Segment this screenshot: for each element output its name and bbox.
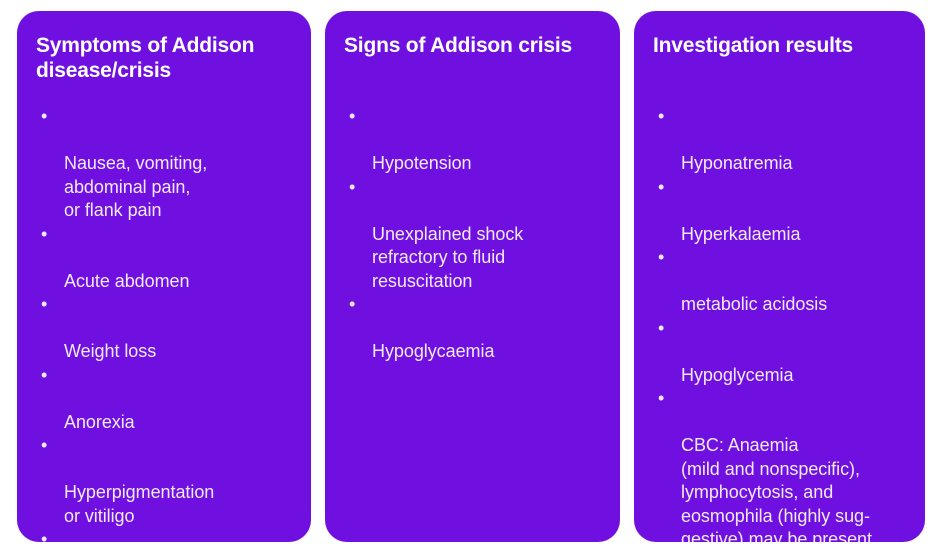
list-item-text: metabolic acidosis — [681, 294, 828, 314]
list-item: • Weight loss — [36, 293, 297, 364]
list-item: • Hyponatremia — [653, 105, 913, 176]
card-investigations-list: • Hyponatremia • Hyperkalaemia • metabol… — [653, 105, 913, 542]
list-item: • metabolic acidosis — [653, 246, 913, 317]
list-item-text: Hyperpigmentation or vitiligo — [64, 482, 215, 526]
bullet-icon: • — [41, 435, 48, 455]
list-item-text: Weight loss — [64, 341, 157, 361]
list-item: • Hyperpigmentation or vitiligo — [36, 434, 297, 528]
list-item: • Hyperkalaemia — [653, 176, 913, 247]
bullet-icon: • — [349, 176, 356, 197]
list-item: • Hypoglycaemia — [344, 293, 606, 364]
list-item: • Nausea, vomiting, abdominal pain, or f… — [36, 105, 297, 223]
bullet-icon: • — [349, 106, 356, 126]
list-item: • Acute abdomen — [36, 223, 297, 294]
bullet-icon: • — [658, 176, 665, 197]
bullet-icon: • — [41, 529, 48, 542]
bullet-icon: • — [41, 294, 48, 314]
card-signs-title-slot: Signs of Addison crisis — [344, 33, 606, 105]
list-item: • Unexplained shock refractory to fluid … — [344, 176, 606, 294]
card-signs: Signs of Addison crisis • Hypotension • … — [325, 11, 620, 542]
bullet-icon: • — [41, 364, 48, 385]
list-item: • Hypothermia or hyperthermia — [36, 528, 297, 542]
card-signs-list: • Hypotension • Unexplained shock refrac… — [344, 105, 606, 526]
list-item: • Hypoglycemia — [653, 317, 913, 388]
card-symptoms-title-slot: Symptoms of Addison disease/crisis — [36, 33, 297, 105]
bullet-icon: • — [349, 294, 356, 314]
card-signs-title: Signs of Addison crisis — [344, 34, 572, 57]
bullet-icon: • — [658, 388, 665, 408]
card-investigations-title: Investigation results — [653, 34, 854, 57]
bullet-icon: • — [658, 247, 665, 267]
card-investigations-title-slot: Investigation results — [653, 33, 913, 105]
list-item-text: Hyperkalaemia — [681, 223, 801, 244]
list-item-text: Unexplained shock refractory to fluid re… — [372, 223, 524, 291]
list-item: • Hypotension — [344, 105, 606, 176]
list-item: • CBC: Anaemia (mild and nonspecific), l… — [653, 387, 913, 542]
list-item-text: Hypotension — [372, 153, 472, 173]
bullet-icon: • — [658, 317, 665, 338]
list-item-text: Hyponatremia — [681, 153, 793, 173]
list-item-text: CBC: Anaemia (mild and nonspecific), lym… — [681, 435, 877, 542]
list-item-text: Hypoglycaemia — [372, 341, 495, 361]
list-item-text: Hypoglycemia — [681, 364, 794, 385]
card-investigations: Investigation results • Hyponatremia • H… — [634, 11, 925, 542]
list-item: • Anorexia — [36, 364, 297, 435]
list-item-text: Anorexia — [64, 411, 135, 432]
list-item-text: Nausea, vomiting, abdominal pain, or fla… — [64, 153, 208, 220]
card-symptoms-list: • Nausea, vomiting, abdominal pain, or f… — [36, 105, 297, 542]
bullet-icon: • — [41, 106, 48, 126]
bullet-icon: • — [658, 106, 665, 126]
list-item-text: Acute abdomen — [64, 270, 190, 291]
bullet-icon: • — [41, 223, 48, 244]
card-symptoms-title: Symptoms of Addison disease/crisis — [36, 34, 255, 82]
card-symptoms: Symptoms of Addison disease/crisis • Nau… — [17, 11, 311, 542]
